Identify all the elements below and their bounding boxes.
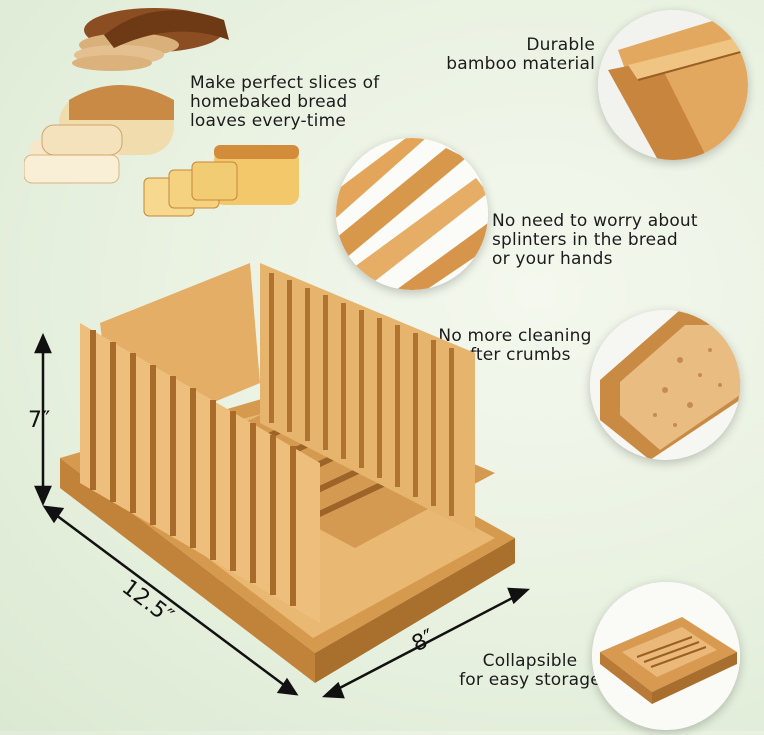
height-dimension-label: 7″ — [28, 408, 51, 433]
bread-slicer-product — [55, 258, 525, 688]
white-bread-loaf — [23, 85, 174, 184]
collapsible-circle — [592, 582, 740, 730]
collapsible-caption: Collapsible for easy storage — [459, 651, 601, 690]
crumb-tray-image — [590, 310, 740, 460]
bread-illustration — [23, 8, 299, 217]
bamboo-material-circle — [598, 10, 748, 160]
crumbs-circle — [590, 310, 740, 460]
brown-bread-loaf — [72, 8, 229, 71]
bread-images — [23, 0, 314, 225]
bread-slicer-illustration — [60, 263, 515, 683]
splinters-caption: No need to worry about splinters in the … — [492, 211, 698, 269]
folded-slicer-image — [592, 582, 740, 730]
bamboo-caption: Durable bamboo material — [446, 35, 595, 74]
slices-caption: Make perfect slices of homebaked bread l… — [190, 73, 380, 131]
splinters-circle — [336, 138, 488, 290]
cake-loaf — [143, 145, 299, 217]
bamboo-edge-image — [598, 10, 748, 160]
crumbs-caption: No more cleaning after crumbs — [438, 326, 592, 365]
bamboo-slats-image — [336, 138, 488, 290]
